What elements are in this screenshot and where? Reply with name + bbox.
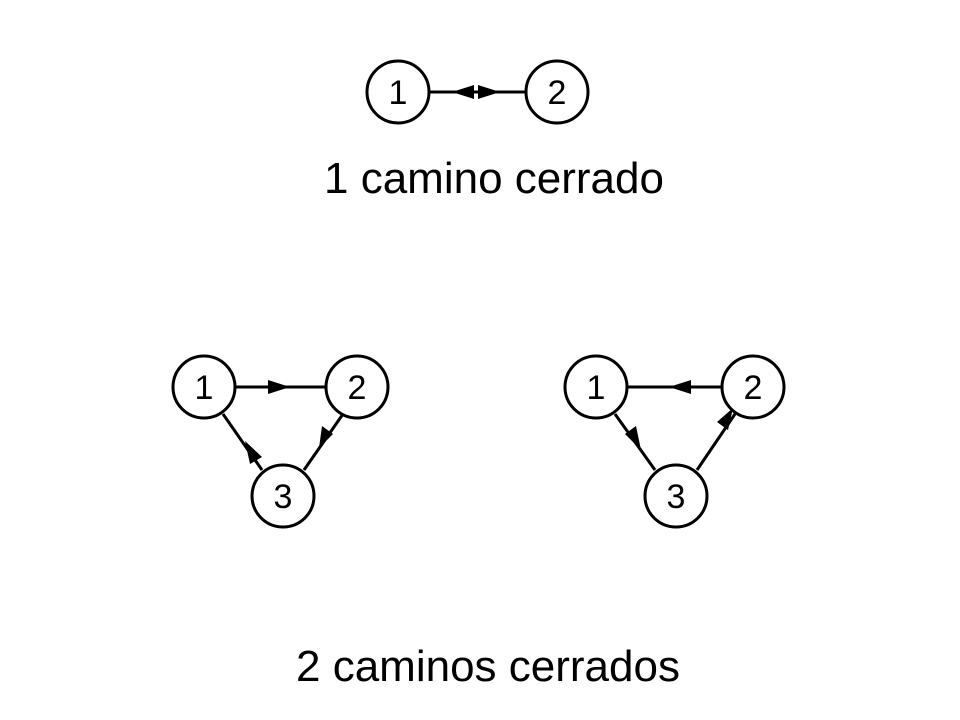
edge-3-1	[221, 413, 264, 471]
arrowhead-1-to-2	[268, 380, 290, 394]
node-label: 3	[667, 478, 686, 516]
node-2: 2	[324, 354, 390, 420]
arrowhead-3-to-2	[717, 408, 733, 430]
node-label: 1	[389, 74, 408, 112]
caption-one-closed-path: 1 camino cerrado	[324, 154, 664, 203]
node-label: 1	[195, 369, 214, 407]
graph-triangle-counterclockwise: 1 2 3	[563, 354, 786, 529]
node-1: 1	[365, 59, 431, 125]
arrowhead-3-to-1	[245, 441, 262, 464]
node-3: 3	[643, 463, 709, 529]
arrowhead-2-to-3	[319, 426, 333, 448]
node-label: 1	[587, 369, 606, 407]
arrowhead-toward-2	[478, 85, 500, 99]
caption-two-closed-paths: 2 caminos cerrados	[296, 642, 680, 691]
node-label: 3	[274, 478, 293, 516]
node-1: 1	[171, 354, 237, 420]
graph-triangle-clockwise: 1 2 3	[171, 354, 390, 529]
node-3: 3	[250, 463, 316, 529]
node-2: 2	[720, 354, 786, 420]
node-label: 2	[744, 369, 763, 407]
arrowhead-1-to-3	[625, 426, 641, 450]
arrowhead-toward-1	[452, 85, 474, 99]
arrowhead-2-to-1	[669, 380, 691, 394]
node-1: 1	[563, 354, 629, 420]
graph-two-node-cycle: 1 2 1 camino cerrado	[324, 59, 664, 203]
node-label: 2	[348, 369, 367, 407]
node-label: 2	[548, 74, 567, 112]
node-2: 2	[524, 59, 590, 125]
